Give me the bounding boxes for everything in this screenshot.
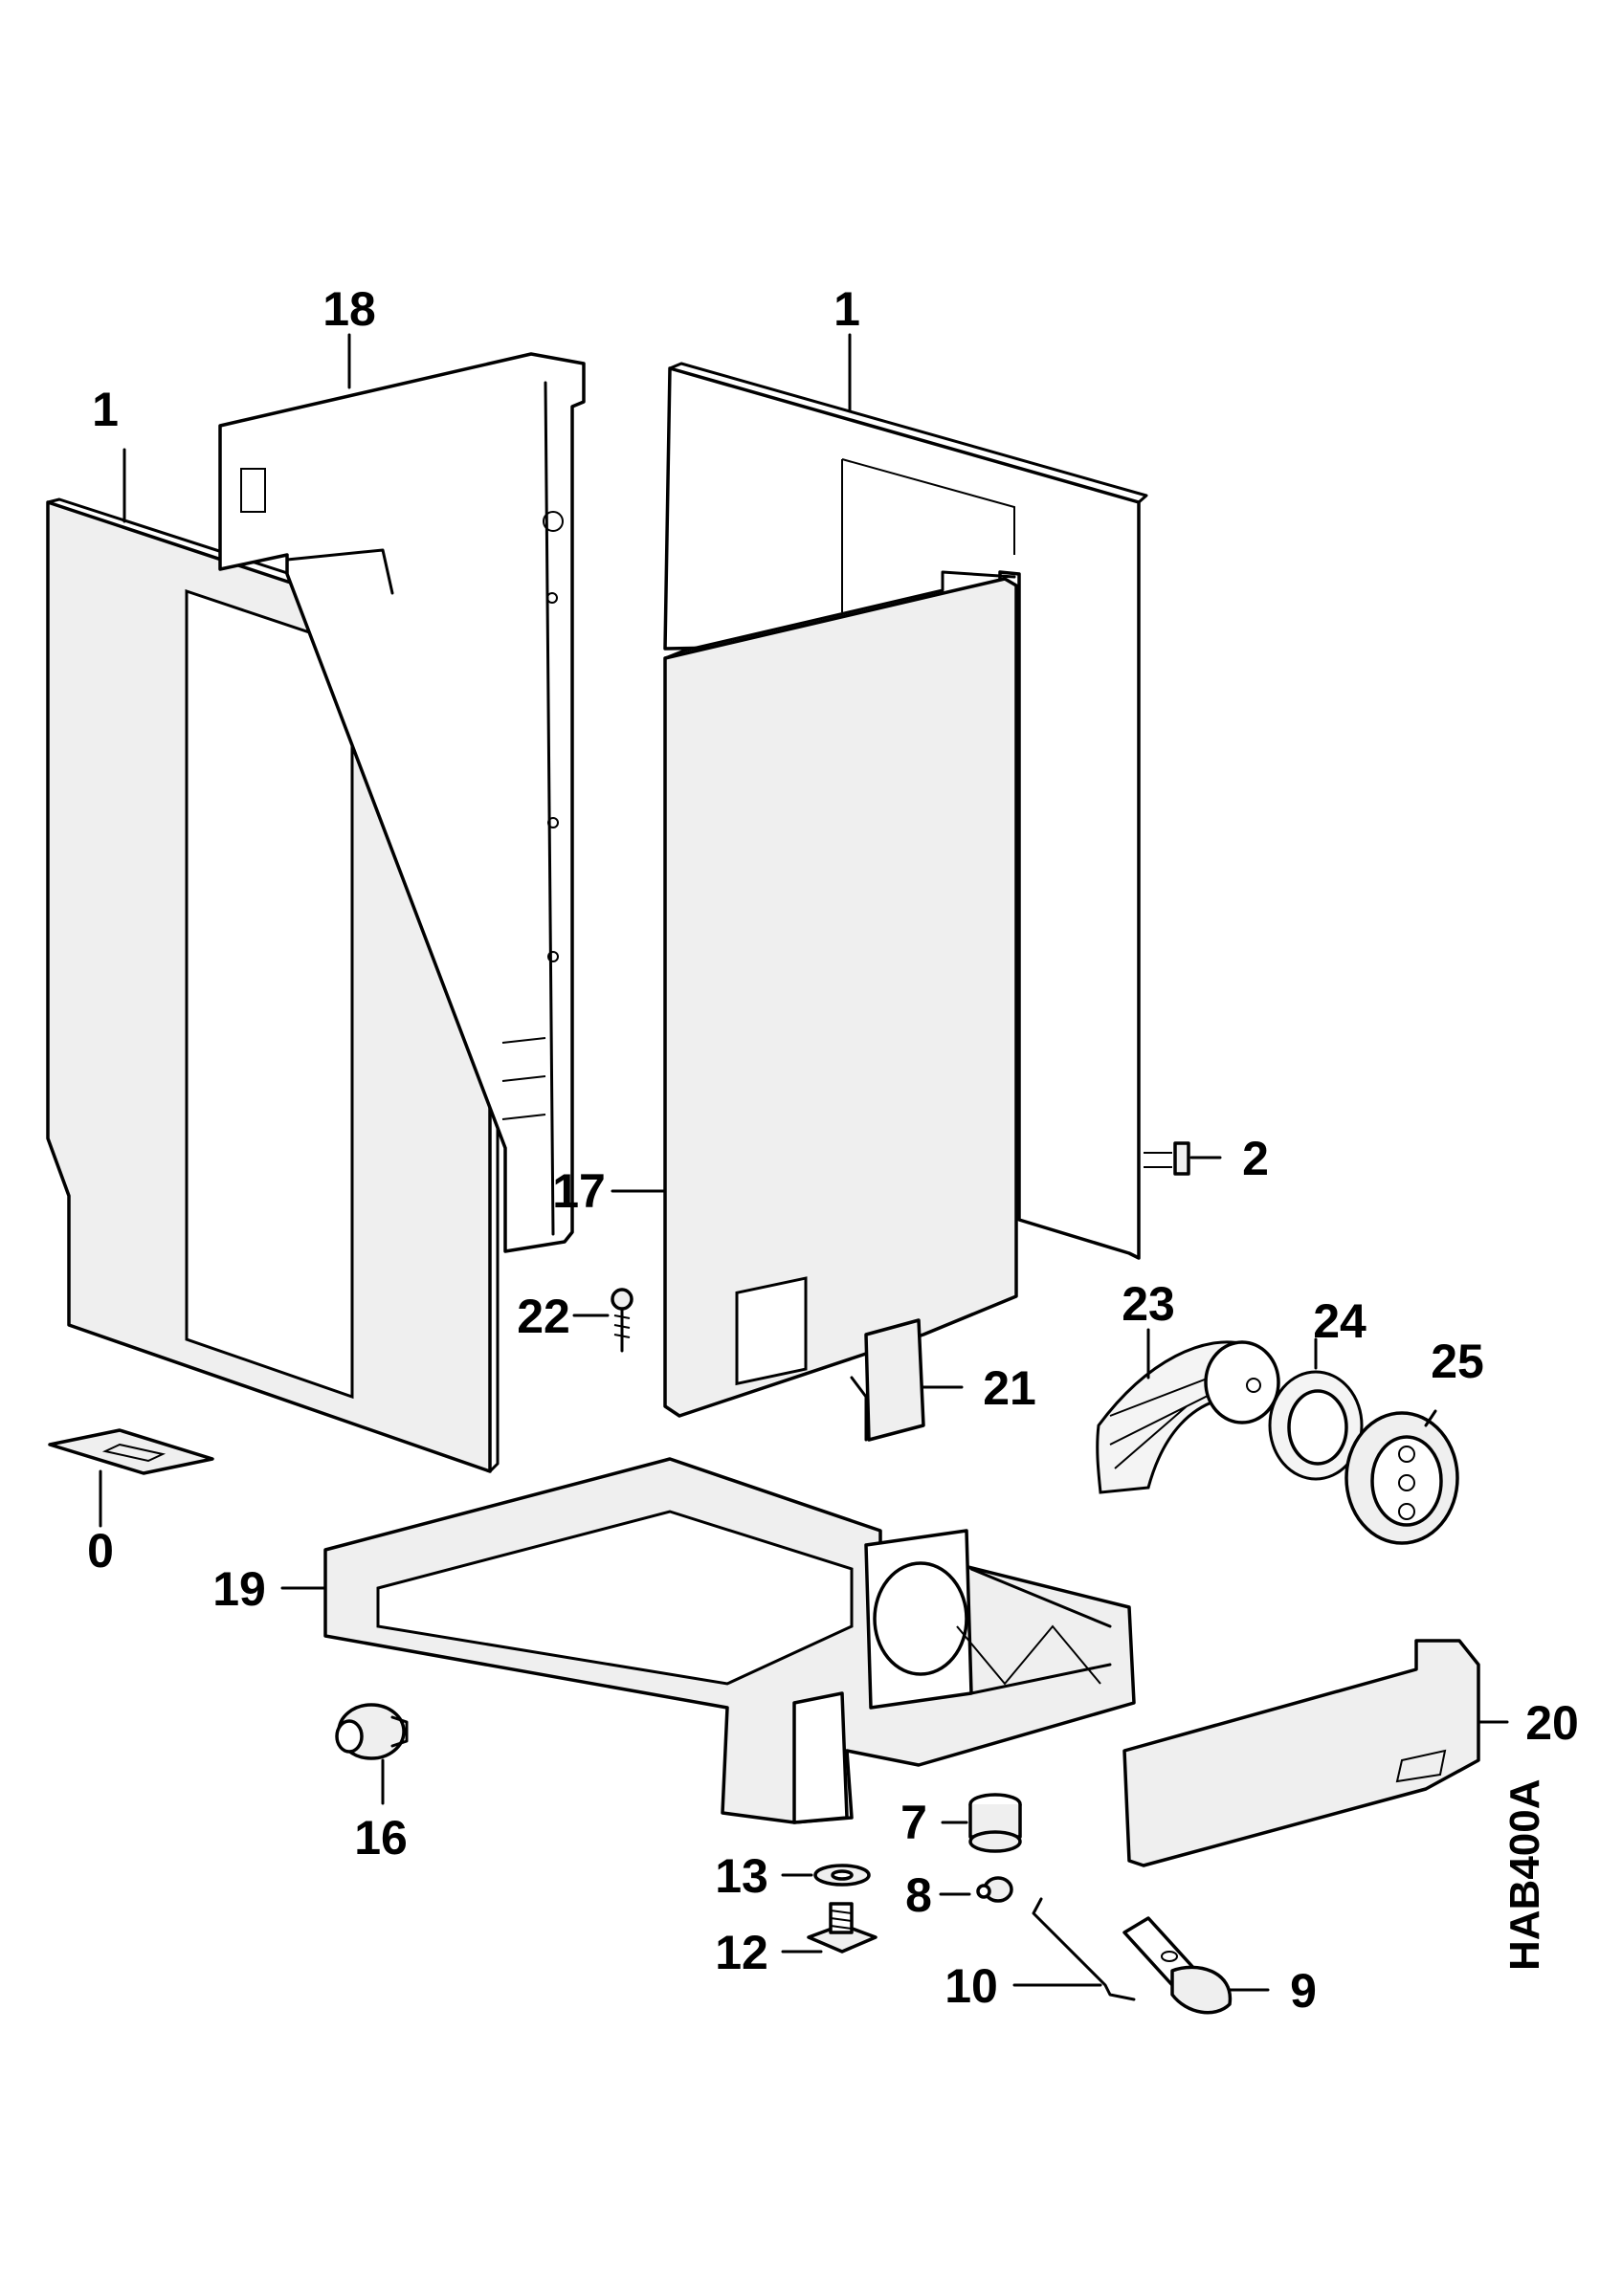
leader-lines (99, 333, 1509, 1992)
ring-part (1268, 1370, 1364, 1481)
callout-25: 25 (1431, 1335, 1484, 1388)
callout-1-right: 1 (833, 282, 860, 336)
base-frame (323, 1457, 1136, 1824)
callout-23: 23 (1122, 1277, 1175, 1331)
rear-frame (218, 352, 586, 1253)
callout-17: 17 (552, 1164, 606, 1218)
clip-part (1144, 1141, 1190, 1176)
foot-cover (1122, 1639, 1480, 1867)
latch-part (1122, 1916, 1233, 2015)
callout-19: 19 (212, 1562, 266, 1616)
callout-2: 2 (1242, 1132, 1269, 1185)
wire-part (1032, 1897, 1136, 2001)
callout-18: 18 (322, 282, 376, 336)
callout-1-left: 1 (92, 383, 119, 436)
cap-part (1344, 1411, 1459, 1545)
callout-21: 21 (983, 1361, 1036, 1415)
callout-labels: 1 18 1 2 17 22 21 23 24 25 0 19 20 16 7 … (87, 282, 1579, 2018)
callout-16: 16 (354, 1811, 408, 1865)
callout-8: 8 (905, 1868, 932, 1922)
foot-sleeve (968, 1793, 1022, 1853)
screw-part (611, 1288, 633, 1353)
callout-0: 0 (87, 1524, 114, 1578)
wheel-part (335, 1703, 409, 1760)
callout-9: 9 (1290, 1964, 1317, 2018)
adjustable-foot (807, 1902, 878, 1954)
callout-12: 12 (715, 1926, 768, 1979)
washer-part (813, 1864, 871, 1887)
callout-24: 24 (1313, 1294, 1366, 1348)
instruction-sheet (48, 1428, 214, 1475)
callout-20: 20 (1525, 1696, 1579, 1750)
callout-13: 13 (715, 1849, 768, 1903)
callout-10: 10 (944, 1959, 998, 2013)
front-panel (663, 570, 1018, 1418)
diagram-code: HAB400A (1501, 1778, 1548, 1971)
bracket-part (850, 1318, 925, 1442)
callout-22: 22 (517, 1290, 570, 1343)
callout-7: 7 (900, 1796, 927, 1849)
hose-part (1096, 1340, 1280, 1494)
pin-part (976, 1876, 1013, 1903)
